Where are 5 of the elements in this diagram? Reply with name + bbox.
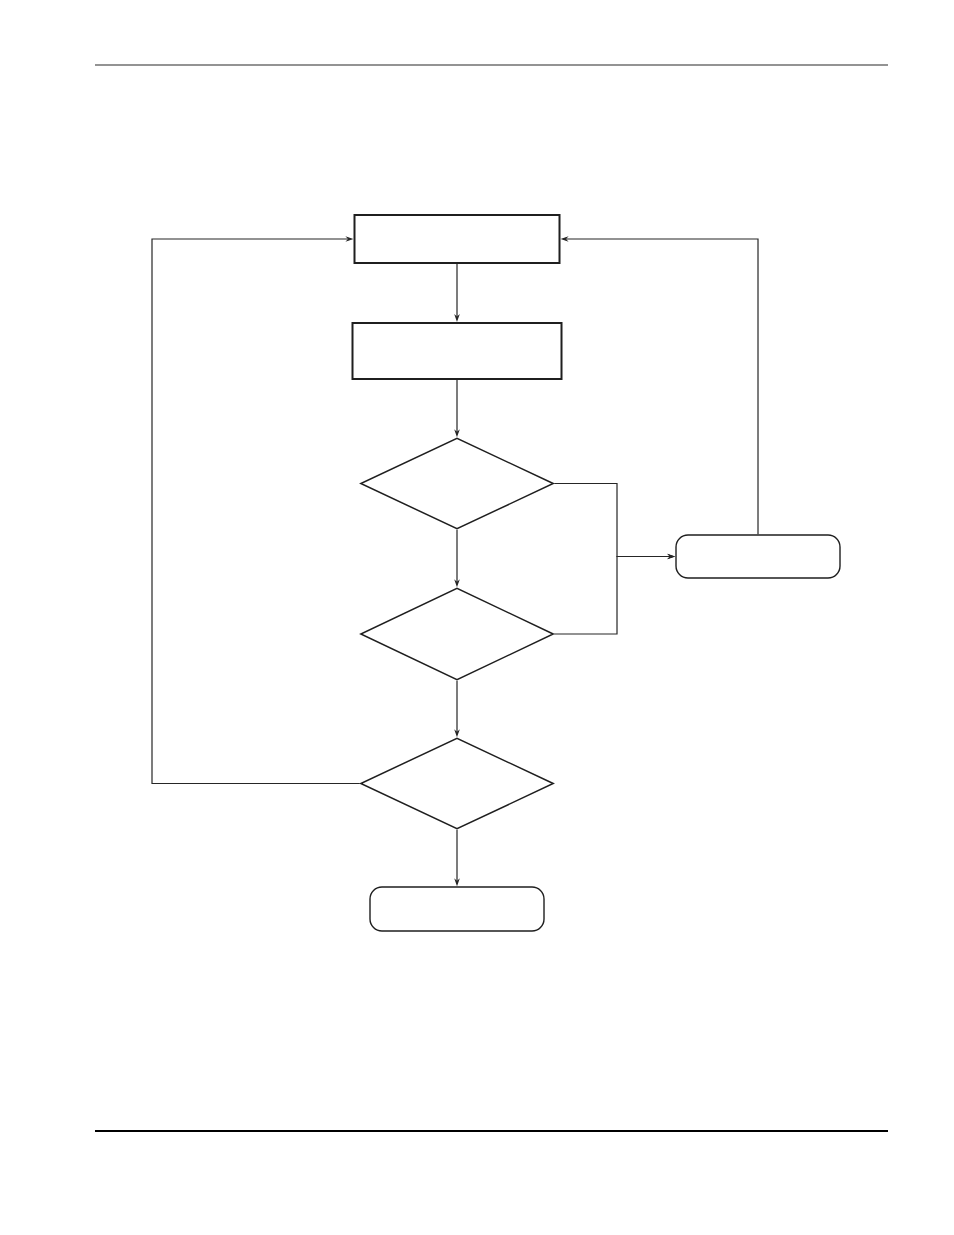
process-box <box>351 322 563 380</box>
terminal-box <box>369 886 545 932</box>
arrow <box>151 236 361 785</box>
process-box <box>353 214 561 264</box>
terminal-box <box>675 534 841 579</box>
